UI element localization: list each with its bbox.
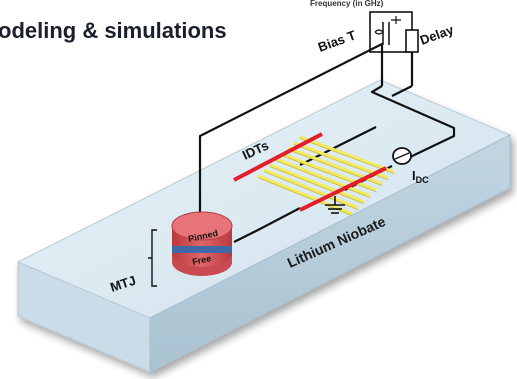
ground-icon bbox=[325, 196, 345, 214]
idc-label: IDC bbox=[412, 168, 429, 185]
idt-finger-edges bbox=[257, 138, 395, 216]
mtj-pillar bbox=[171, 211, 233, 276]
bias-t-label: Bias T bbox=[316, 27, 358, 54]
mtj-barrier-layer bbox=[172, 246, 232, 253]
mtj-brace bbox=[148, 229, 157, 287]
current-source-icon bbox=[392, 147, 412, 165]
idt-bottom-electrode bbox=[299, 166, 387, 212]
idt-top-electrode bbox=[233, 132, 323, 182]
page-title: odeling & simulations bbox=[0, 18, 227, 43]
idt-fingers bbox=[257, 135, 395, 216]
free-layer-label: Free bbox=[191, 253, 212, 267]
frequency-axis-label: Frequency (in GHz) bbox=[310, 0, 384, 8]
delay-label: Delay bbox=[418, 22, 456, 48]
lithium-niobate-substrate bbox=[16, 79, 512, 373]
delay-box bbox=[405, 29, 419, 53]
